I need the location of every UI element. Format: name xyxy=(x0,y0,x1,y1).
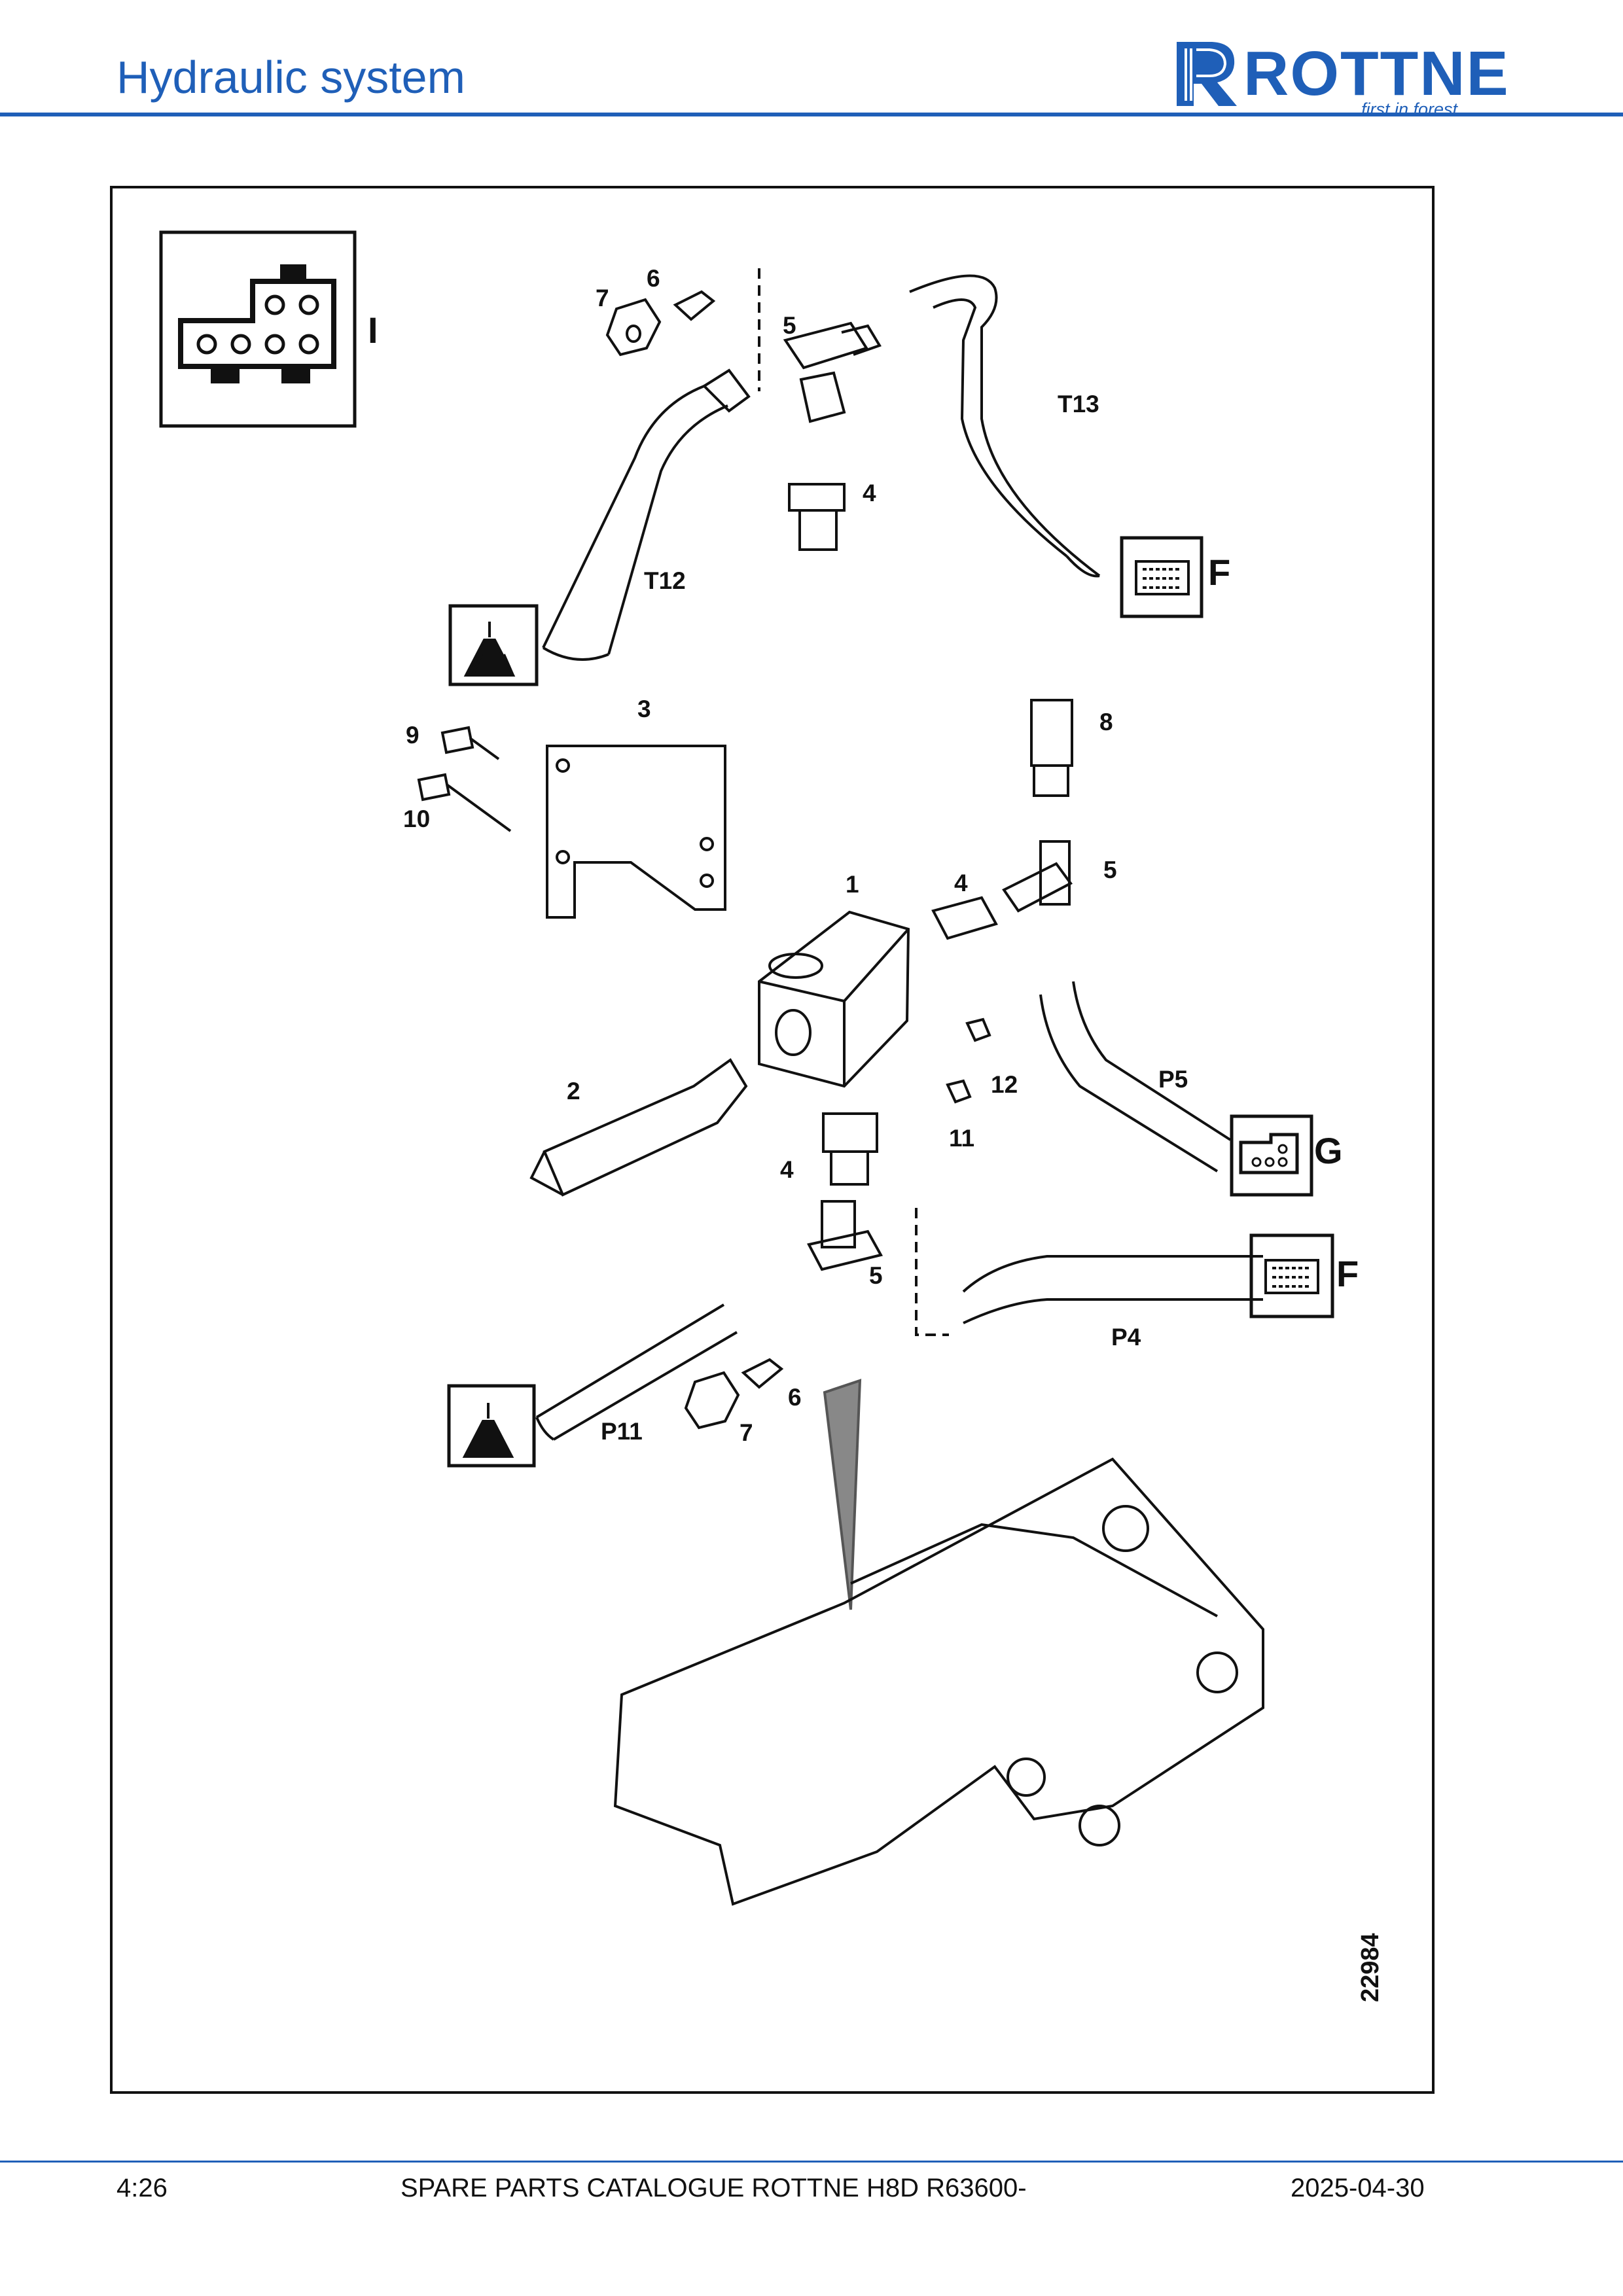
page-title: Hydraulic system xyxy=(116,52,465,103)
logo-wordmark: ROTTNE xyxy=(1243,39,1510,109)
connector-ref-letter: F xyxy=(1208,552,1230,593)
header-divider xyxy=(0,113,1623,116)
callout-label: 3 xyxy=(637,696,651,722)
callout-label: 1 xyxy=(846,871,859,898)
connector-ref-letter: F xyxy=(1336,1253,1359,1294)
callout-label: 4 xyxy=(780,1156,794,1183)
callout-label: P11 xyxy=(601,1418,643,1445)
callout-label: 11 xyxy=(949,1125,974,1152)
drawing-frame xyxy=(110,186,1435,2094)
callout-label: 5 xyxy=(1103,857,1117,883)
callout-label: 9 xyxy=(406,722,419,749)
footer-divider xyxy=(0,2161,1623,2163)
callout-label: 2 xyxy=(567,1078,580,1104)
connector-ref-letter: I xyxy=(368,309,378,351)
crane-symbol-upper-icon xyxy=(448,604,539,686)
callout-label: T13 xyxy=(1058,391,1099,417)
callout-labels: 7 6 5 4 T12 T13 3 9 10 1 4 5 8 2 12 11 P… xyxy=(403,265,1188,1446)
callout-label: 7 xyxy=(740,1419,753,1446)
callout-label: T12 xyxy=(644,567,686,594)
page-number: 4:26 xyxy=(116,2174,168,2202)
callout-label: 5 xyxy=(869,1262,883,1289)
callout-label: 6 xyxy=(647,265,660,292)
callout-label: P4 xyxy=(1111,1324,1141,1351)
drawing-number: 22984 xyxy=(1357,1933,1384,2002)
part-illustrations xyxy=(417,268,1264,1906)
callout-label: 8 xyxy=(1099,709,1113,735)
callout-label: 10 xyxy=(403,805,430,832)
catalogue-title: SPARE PARTS CATALOGUE ROTTNE H8D R63600- xyxy=(401,2174,1027,2202)
callout-label: 7 xyxy=(596,285,609,311)
connector-symbol-f-lower-icon xyxy=(1249,1233,1334,1318)
publication-date: 2025-04-30 xyxy=(1291,2174,1425,2202)
connector-symbol-g-icon xyxy=(1230,1114,1313,1197)
callout-label: 5 xyxy=(783,312,796,339)
connector-symbol-f-upper-icon xyxy=(1120,536,1204,618)
callout-label: 12 xyxy=(991,1071,1018,1098)
callout-label: 6 xyxy=(788,1384,802,1411)
callout-label: P5 xyxy=(1158,1066,1188,1093)
callout-label: 4 xyxy=(863,480,876,506)
callout-label: 4 xyxy=(954,870,968,896)
connector-symbol-i-icon xyxy=(159,230,357,428)
connector-ref-letter: G xyxy=(1314,1130,1343,1171)
logo-r-mark-icon xyxy=(1177,42,1237,106)
crane-symbol-lower-icon xyxy=(447,1384,536,1468)
